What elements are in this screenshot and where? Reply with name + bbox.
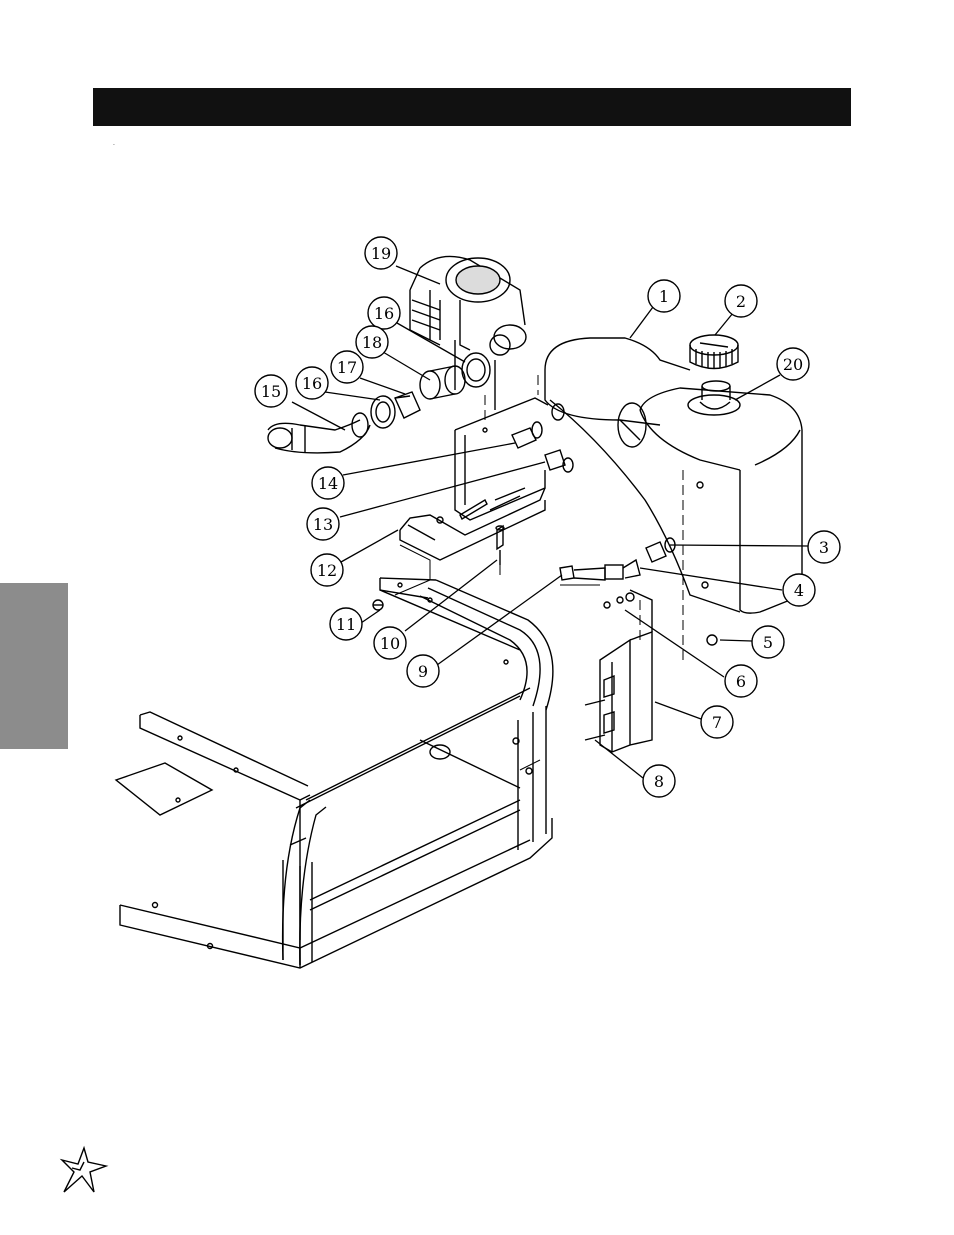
- tee-fitting: [545, 450, 573, 472]
- callout-2: 2: [725, 285, 757, 317]
- svg-text:16: 16: [374, 304, 394, 323]
- svg-text:1: 1: [659, 287, 669, 306]
- svg-text:14: 14: [318, 474, 338, 493]
- callout-20: 20: [777, 348, 809, 380]
- callout-3: 3: [808, 531, 840, 563]
- hose-clamp-16b: [462, 353, 490, 387]
- svg-text:13: 13: [313, 515, 333, 534]
- svg-text:20: 20: [783, 355, 803, 374]
- fuel-tank: [545, 338, 802, 613]
- svg-text:15: 15: [261, 382, 281, 401]
- callout-15: 15: [255, 375, 287, 407]
- assembly-guide-lines: [485, 375, 683, 665]
- fuel-valve: [512, 422, 542, 448]
- svg-text:16: 16: [302, 374, 322, 393]
- callout-16a: 16: [296, 367, 328, 399]
- frame: [116, 578, 553, 968]
- callout-7: 7: [701, 706, 733, 738]
- callout-18: 18: [356, 326, 388, 358]
- fuel-cap: [690, 335, 738, 369]
- callout-5: 5: [752, 626, 784, 658]
- svg-text:8: 8: [654, 772, 664, 791]
- svg-text:4: 4: [794, 581, 804, 600]
- svg-text:6: 6: [736, 672, 746, 691]
- svg-text:7: 7: [712, 713, 722, 732]
- svg-text:17: 17: [337, 358, 357, 377]
- callout-9: 9: [407, 655, 439, 687]
- svg-text:5: 5: [763, 633, 773, 652]
- callout-11: 11: [330, 608, 362, 640]
- callout-6: 6: [725, 665, 757, 697]
- callout-19: 19: [365, 237, 397, 269]
- callout-14: 14: [312, 467, 344, 499]
- callout-17: 17: [331, 351, 363, 383]
- hose-clamp-16a: [371, 396, 410, 428]
- svg-text:2: 2: [736, 292, 746, 311]
- svg-text:11: 11: [336, 615, 356, 634]
- coupler-18: [420, 366, 465, 399]
- callout-1: 1: [648, 280, 680, 312]
- tank-bracket: [585, 590, 652, 752]
- svg-text:18: 18: [362, 333, 382, 352]
- intake-hose: [268, 413, 370, 453]
- callout-12: 12: [311, 554, 343, 586]
- callout-13: 13: [307, 508, 339, 540]
- svg-text:3: 3: [819, 538, 829, 557]
- fuel-line-fittings: [560, 538, 717, 645]
- callout-16b: 16: [368, 297, 400, 329]
- callout-10: 10: [374, 627, 406, 659]
- svg-text:10: 10: [380, 634, 400, 653]
- callout-4: 4: [783, 574, 815, 606]
- svg-text:19: 19: [371, 244, 391, 263]
- svg-text:12: 12: [317, 561, 337, 580]
- mounting-bracket: [400, 398, 548, 560]
- callout-8: 8: [643, 765, 675, 797]
- callouts: 1 2 3 4 5 6 7 8 9 10 11 12 13 14 15 16 1…: [255, 237, 840, 797]
- starburst-logo-icon: [58, 1140, 110, 1200]
- fuel-filter: [688, 381, 740, 415]
- svg-text:9: 9: [418, 662, 428, 681]
